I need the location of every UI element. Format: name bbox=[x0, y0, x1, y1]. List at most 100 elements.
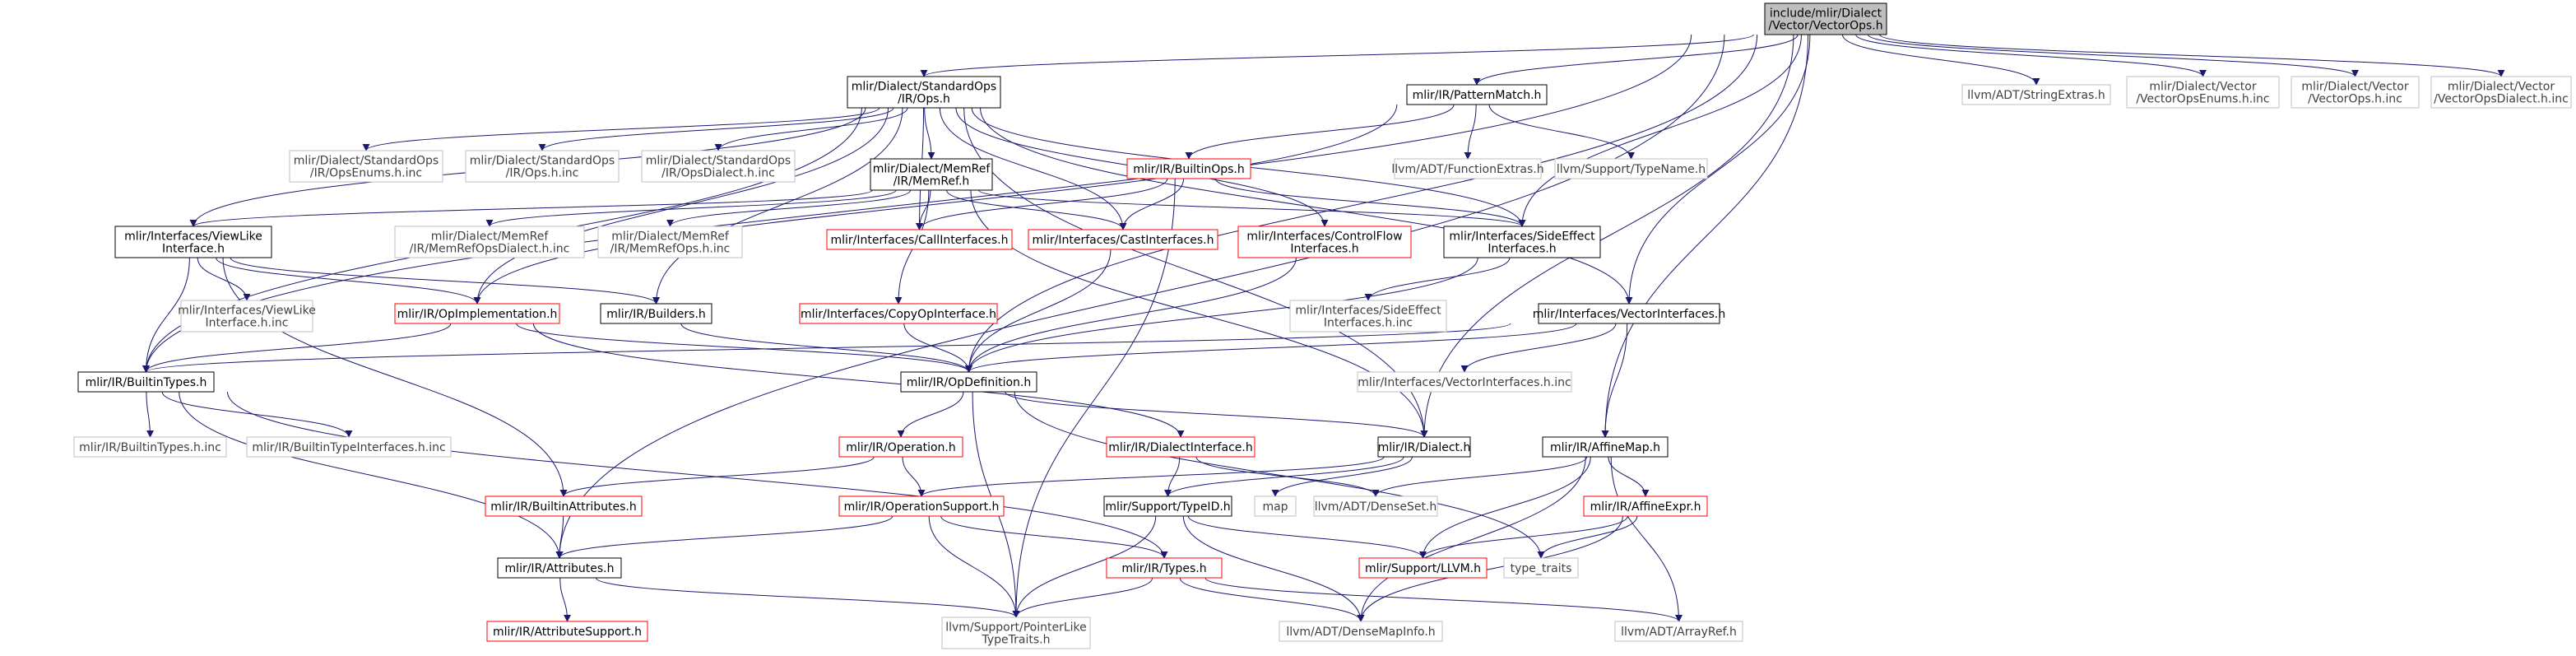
node-box bbox=[847, 76, 1001, 109]
node-box bbox=[394, 303, 560, 324]
graph-node-dialectinterface[interactable]: mlir/IR/DialectInterface.h bbox=[1106, 436, 1256, 458]
graph-node-root[interactable]: include/mlir/Dialect/Vector/VectorOps.h bbox=[1764, 2, 1887, 35]
node-label: llvm/ADT/ArrayRef.h bbox=[1621, 626, 1737, 639]
edge-opdefinition-to-typetraits bbox=[1014, 391, 1545, 559]
graph-node-typename: llvm/Support/TypeName.h bbox=[1554, 158, 1708, 179]
node-label: mlir/IR/Operation.h bbox=[846, 441, 955, 454]
node-box bbox=[1237, 226, 1412, 258]
graph-node-llvmh[interactable]: mlir/Support/LLVM.h bbox=[1358, 557, 1488, 579]
graph-node-sideeffectinc: mlir/Interfaces/SideEffectInterfaces.h.i… bbox=[1289, 300, 1447, 333]
node-label: mlir/Interfaces/ViewLike bbox=[178, 305, 316, 318]
node-box bbox=[73, 436, 227, 458]
edge-affineexpr-to-llvmh bbox=[1419, 515, 1628, 559]
node-label: /IR/MemRefOps.h.inc bbox=[610, 243, 731, 256]
graph-node-affineexpr[interactable]: mlir/IR/AffineExpr.h bbox=[1583, 495, 1708, 517]
graph-node-functionextras: llvm/ADT/FunctionExtras.h bbox=[1391, 158, 1544, 179]
graph-node-opsupport[interactable]: mlir/IR/OperationSupport.h bbox=[838, 495, 1005, 517]
node-label: mlir/Support/LLVM.h bbox=[1365, 562, 1481, 575]
node-label: mlir/IR/OpImplementation.h bbox=[397, 308, 558, 321]
graph-node-callinterfaces[interactable]: mlir/Interfaces/CallInterfaces.h bbox=[826, 229, 1013, 250]
graph-node-builtinattrs[interactable]: mlir/IR/BuiltinAttributes.h bbox=[485, 495, 643, 517]
graph-node-builtintypeinterfacesinc: mlir/IR/BuiltinTypeInterfaces.h.inc bbox=[246, 436, 452, 458]
node-label: /VectorOps.h.inc bbox=[2308, 93, 2402, 106]
node-box bbox=[1106, 436, 1256, 458]
node-box bbox=[870, 158, 993, 191]
graph-node-attributes[interactable]: mlir/IR/Attributes.h bbox=[497, 557, 622, 579]
node-box bbox=[497, 557, 622, 579]
edge-opimpl-to-opdefinition bbox=[516, 323, 972, 373]
edge-builtintypes-to-builtintypeinterfacesinc bbox=[161, 391, 353, 438]
edge-typeid-to-llvmh bbox=[1187, 515, 1427, 559]
node-label: llvm/ADT/DenseSet.h bbox=[1315, 500, 1437, 514]
node-box bbox=[941, 616, 1091, 649]
graph-node-vecopsenums: mlir/Dialect/Vector/VectorOpsEnums.h.inc bbox=[2126, 76, 2280, 109]
edge-root-to-opdefinition bbox=[965, 34, 1758, 373]
node-label: /IR/OpsDialect.h.inc bbox=[661, 167, 775, 180]
graph-node-patternmatch[interactable]: mlir/IR/PatternMatch.h bbox=[1406, 84, 1548, 105]
node-box bbox=[1538, 303, 1720, 324]
node-label: mlir/Dialect/MemRef bbox=[611, 230, 730, 244]
node-label: Interfaces.h bbox=[1488, 243, 1556, 256]
graph-node-densemapinfo: llvm/ADT/DenseMapInfo.h bbox=[1279, 621, 1443, 642]
node-box bbox=[1289, 300, 1447, 333]
edge-stdops-to-opsinc bbox=[538, 107, 894, 151]
edge-opsupport-to-types bbox=[940, 515, 1168, 559]
graph-node-denseset: llvm/ADT/DenseSet.h bbox=[1313, 495, 1438, 517]
graph-node-affinemap[interactable]: mlir/IR/AffineMap.h bbox=[1542, 436, 1669, 458]
node-box bbox=[289, 150, 443, 183]
node-box bbox=[1126, 158, 1251, 179]
graph-node-typeid[interactable]: mlir/Support/TypeID.h bbox=[1103, 495, 1232, 517]
graph-node-copyop[interactable]: mlir/Interfaces/CopyOpInterface.h bbox=[799, 303, 998, 324]
node-label: llvm/ADT/DenseMapInfo.h bbox=[1286, 626, 1435, 639]
node-box bbox=[465, 150, 620, 183]
edge-stdops-to-opimpl bbox=[473, 107, 889, 305]
edge-dialect-to-typeid bbox=[1164, 456, 1404, 497]
graph-node-dialect[interactable]: mlir/IR/Dialect.h bbox=[1377, 436, 1471, 458]
graph-node-operation[interactable]: mlir/IR/Operation.h bbox=[838, 436, 963, 458]
graph-node-memref[interactable]: mlir/Dialect/MemRef/IR/MemRef.h bbox=[870, 158, 993, 191]
node-box bbox=[1377, 436, 1471, 458]
graph-node-attrsupport[interactable]: mlir/IR/AttributeSupport.h bbox=[486, 621, 648, 642]
graph-node-vectorinterfaces[interactable]: mlir/Interfaces/VectorInterfaces.h bbox=[1533, 303, 1726, 324]
graph-node-builders[interactable]: mlir/IR/Builders.h bbox=[600, 303, 712, 324]
edge-opsupport-to-pointerlike bbox=[928, 515, 1020, 618]
node-box bbox=[180, 300, 313, 333]
graph-node-builtintypes[interactable]: mlir/IR/BuiltinTypes.h bbox=[77, 371, 215, 393]
graph-node-arrayref: llvm/ADT/ArrayRef.h bbox=[1614, 621, 1743, 642]
node-label: /IR/MemRefOpsDialect.h.inc bbox=[410, 243, 570, 256]
edge-patternmatch-to-opimpl bbox=[473, 104, 1398, 305]
node-box bbox=[600, 303, 712, 324]
edge-vectorinterfaces-to-affinemap bbox=[1601, 323, 1628, 438]
graph-node-opimpl[interactable]: mlir/IR/OpImplementation.h bbox=[394, 303, 560, 324]
edge-vectorinterfaces-to-opdefinition bbox=[965, 323, 1577, 373]
edge-memref-to-castinterfaces bbox=[946, 189, 1127, 230]
edge-memref-to-memrefops bbox=[666, 189, 912, 227]
graph-node-stdops[interactable]: mlir/Dialect/StandardOps/IR/Ops.h bbox=[847, 76, 1001, 109]
edge-opimpl-to-dialectinterface bbox=[532, 323, 1185, 438]
edge-root-to-vectorinterfaces bbox=[1625, 34, 1811, 305]
node-label: mlir/IR/Builders.h bbox=[606, 308, 706, 321]
node-label: /IR/MemRef.h bbox=[893, 175, 970, 188]
node-label: mlir/Interfaces/SideEffect bbox=[1295, 305, 1441, 318]
graph-node-typetraits: type_traits bbox=[1503, 557, 1579, 579]
edge-root-to-vecopsinc bbox=[1867, 34, 2359, 77]
edge-memref-to-sideeffect bbox=[977, 189, 1526, 227]
node-label: mlir/IR/BuiltinAttributes.h bbox=[490, 500, 636, 514]
node-label: mlir/Dialect/StandardOps bbox=[646, 155, 791, 168]
node-label: mlir/Interfaces/VectorInterfaces.h bbox=[1533, 308, 1726, 321]
graph-node-types[interactable]: mlir/IR/Types.h bbox=[1106, 557, 1223, 579]
edge-viewlike-to-builtintypes bbox=[142, 257, 190, 373]
node-label: /Vector/VectorOps.h bbox=[1768, 20, 1882, 33]
graph-node-castinterfaces[interactable]: mlir/Interfaces/CastInterfaces.h bbox=[1028, 229, 1218, 250]
graph-node-builtinops[interactable]: mlir/IR/BuiltinOps.h bbox=[1126, 158, 1251, 179]
graph-node-opdefinition[interactable]: mlir/IR/OpDefinition.h bbox=[900, 371, 1037, 393]
node-box bbox=[2291, 76, 2420, 109]
node-label: mlir/IR/Attributes.h bbox=[505, 562, 615, 575]
node-label: llvm/Support/PointerLike bbox=[945, 621, 1087, 635]
edge-affineexpr-to-densemapinfo bbox=[1357, 515, 1623, 622]
node-label: mlir/IR/BuiltinOps.h bbox=[1133, 163, 1245, 176]
